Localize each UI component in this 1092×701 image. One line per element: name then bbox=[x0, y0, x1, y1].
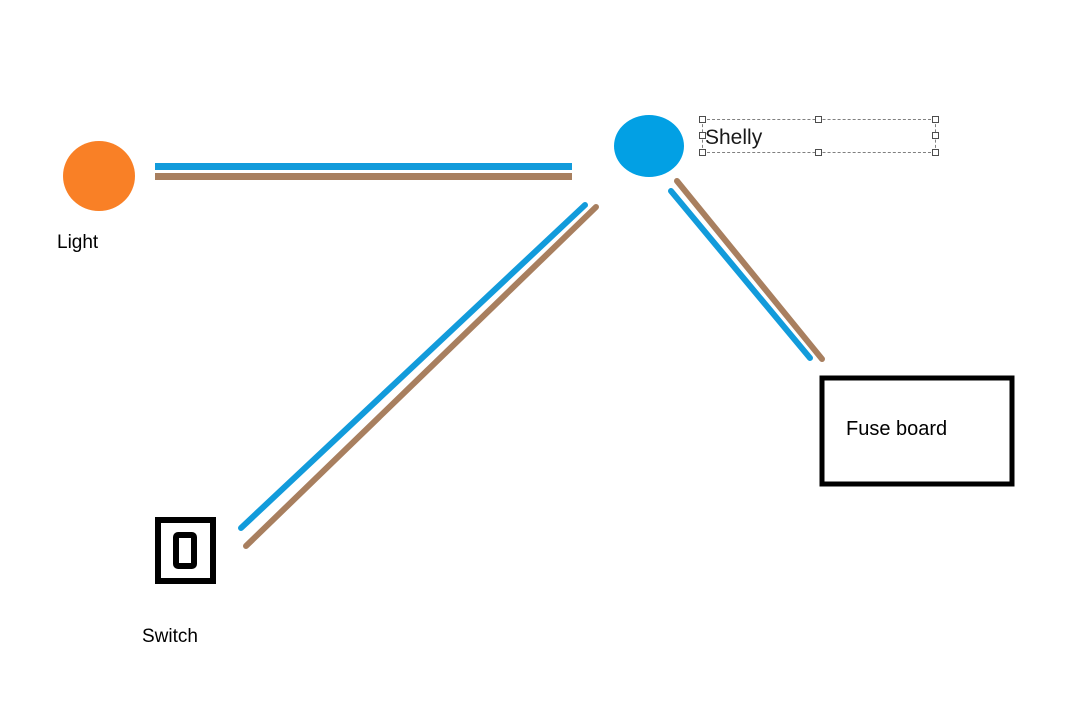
wire-switch-shelly-live[interactable] bbox=[243, 204, 599, 549]
switch-toggle-icon[interactable] bbox=[173, 532, 197, 569]
light-label: Light bbox=[57, 232, 99, 253]
resize-handle-w[interactable] bbox=[699, 132, 706, 139]
switch-plate bbox=[155, 517, 216, 584]
shelly-textbox-selection[interactable] bbox=[699, 116, 939, 156]
resize-handle-sw[interactable] bbox=[699, 149, 706, 156]
switch-node[interactable] bbox=[155, 517, 216, 584]
resize-handle-nw[interactable] bbox=[699, 116, 706, 123]
resize-handle-ne[interactable] bbox=[932, 116, 939, 123]
wire-shelly-fuseboard-live[interactable] bbox=[674, 178, 825, 362]
fuse-board-label: Fuse board bbox=[846, 418, 948, 440]
resize-handle-n[interactable] bbox=[815, 116, 822, 123]
resize-handle-e[interactable] bbox=[932, 132, 939, 139]
wire-shelly-fuseboard-neutral[interactable] bbox=[668, 188, 813, 361]
switch-label: Switch bbox=[142, 626, 198, 647]
resize-handle-se[interactable] bbox=[932, 149, 939, 156]
shelly-node[interactable] bbox=[614, 115, 684, 177]
fuse-board-node[interactable] bbox=[819, 375, 1015, 487]
light-node[interactable] bbox=[63, 141, 135, 211]
resize-handle-s[interactable] bbox=[815, 149, 822, 156]
shelly-label[interactable]: Shelly bbox=[705, 126, 763, 149]
wire-switch-shelly-neutral[interactable] bbox=[238, 202, 588, 531]
